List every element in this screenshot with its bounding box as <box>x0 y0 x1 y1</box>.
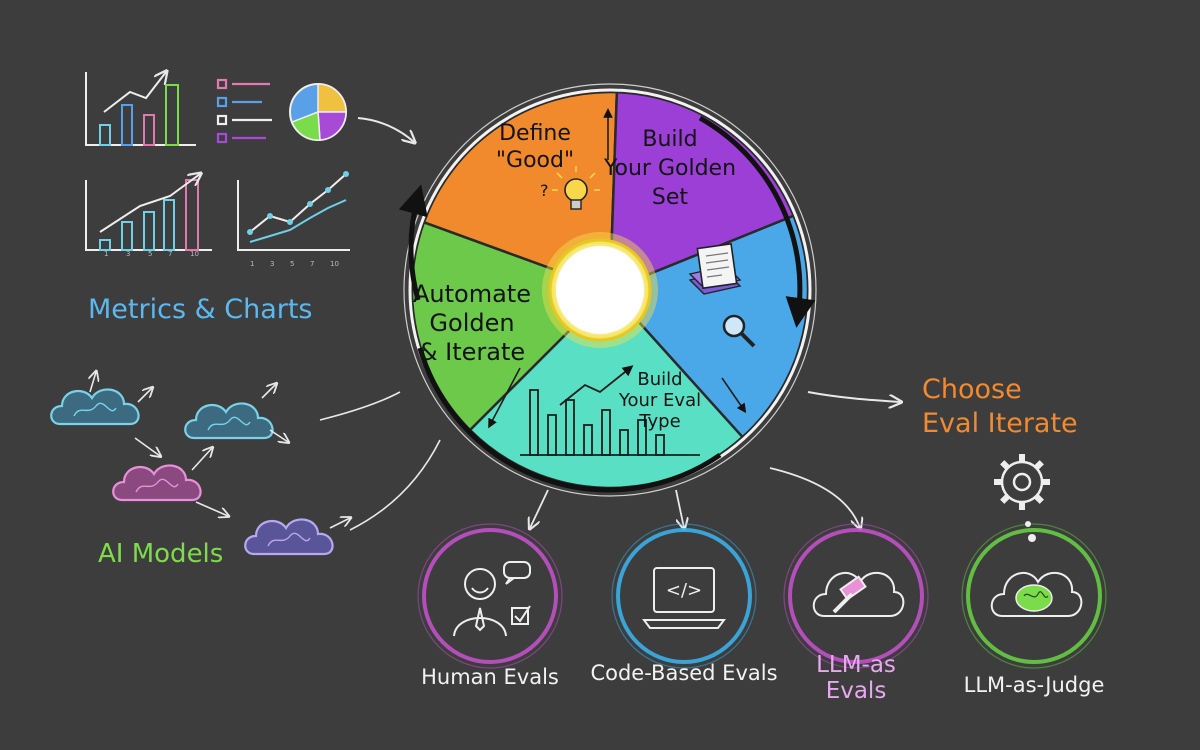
thought-bubble-dots <box>1025 521 1036 542</box>
eval-type-llm-judge: LLM-as-Judge <box>961 523 1107 697</box>
arrow-wheel-to-choose <box>807 391 900 402</box>
magnifier-icon <box>722 314 756 348</box>
lightbulb-icon <box>552 166 600 210</box>
wheel-label-automate-line-3: & Iterate <box>419 338 525 366</box>
eval-type-llm-judge-label-line-1: LLM-as-Judge <box>964 673 1105 697</box>
chart-tick-label: 5 <box>290 260 294 268</box>
line-chart-icon <box>237 171 350 251</box>
eval-type-code-ring <box>616 528 752 664</box>
pink-cloud-icon <box>112 464 202 502</box>
gavel-icon <box>812 572 905 617</box>
chart-tick-row: 1 3 5 7 10 <box>104 250 199 258</box>
wheel-label-evaltype-line-3: Type <box>638 411 680 432</box>
growth-chart-icon <box>520 365 700 456</box>
ai-models-label: AI Models <box>98 539 223 569</box>
brain-cloud-icon <box>50 388 140 426</box>
pie-chart-icon <box>289 83 347 141</box>
eval-type-human: Human Evals <box>417 523 563 689</box>
wheel-label-automate-line-1: Automate <box>413 280 531 308</box>
eval-type-llm-evals-ring <box>788 528 924 664</box>
wheel-hub-center <box>556 246 644 334</box>
chart-tick-label: 3 <box>270 260 274 268</box>
arrow-metrics-to-wheel <box>357 117 414 142</box>
choose-eval-group: Choose Eval Iterate <box>807 374 1078 439</box>
ai-model-connections <box>90 372 441 531</box>
brain-icon <box>990 572 1083 617</box>
wheel-label-golden-line-2: Your Golden <box>603 156 736 181</box>
wheel-label-define-line-2: "Good" <box>496 148 574 173</box>
documents-stack-icon <box>688 242 742 295</box>
chart-tick-label: 7 <box>310 260 314 268</box>
eval-type-human-ring <box>422 528 558 664</box>
wheel-outer-ring-sketch <box>403 83 817 497</box>
chart-tick-label: 1 <box>104 250 108 258</box>
laptop-code-icon: </> <box>642 567 726 629</box>
wheel-label-evaltype-line-2: Your Eval <box>618 390 701 411</box>
ai-models-group: AI Models <box>50 372 441 569</box>
chart-tick-label: 3 <box>126 250 130 258</box>
wheel-label-automate-line-2: Golden <box>429 309 514 337</box>
bar-chart-icon <box>85 72 196 146</box>
chart-tick-label: 10 <box>330 260 339 268</box>
eval-type-code-label-line-1: Code-Based Evals <box>590 661 777 685</box>
choose-eval-label-line-2: Eval Iterate <box>922 408 1078 439</box>
wheel-label-golden-line-3: Set <box>652 185 689 210</box>
eval-type-human-label-line-1: Human Evals <box>421 665 559 689</box>
cycle-arrows <box>398 115 816 493</box>
growth-bar-chart-icon <box>85 174 212 251</box>
chart-tick-label: 1 <box>250 260 254 268</box>
list-icon <box>216 78 272 144</box>
segment-arrows <box>488 108 747 429</box>
segment-golden-set <box>608 90 796 292</box>
chart-tick-label: 7 <box>168 250 172 258</box>
chart-tick-label: 5 <box>148 250 152 258</box>
gear-icon <box>994 454 1050 510</box>
purple-cloud-icon <box>244 518 334 556</box>
chart-tick-label: 10 <box>190 250 199 258</box>
eval-type-llm-judge-ring <box>966 528 1102 664</box>
eval-type-code: </> Code-Based Evals <box>590 523 778 685</box>
wheel-label-golden-line-1: Build <box>642 127 697 152</box>
choose-eval-label-line-1: Choose <box>922 374 1022 405</box>
brain-cloud-icon <box>184 402 274 440</box>
segment-define-good <box>422 90 619 292</box>
eval-type-llm-evals-label-line-2: Evals <box>826 678 887 704</box>
person-icon <box>453 561 531 637</box>
eval-type-llm-evals-label-line-1: LLM-as <box>816 652 896 678</box>
question-mark: ? <box>540 181 549 200</box>
eval-type-connectors <box>530 467 860 528</box>
metrics-label: Metrics & Charts <box>88 294 313 325</box>
wheel-label-define-line-1: Define <box>499 121 571 146</box>
chart-tick-row: 1 3 5 7 10 <box>250 260 339 268</box>
wheel-label-evaltype-line-1: Build <box>637 369 682 390</box>
code-glyph: </> <box>666 580 702 601</box>
segment-blue <box>607 214 810 439</box>
